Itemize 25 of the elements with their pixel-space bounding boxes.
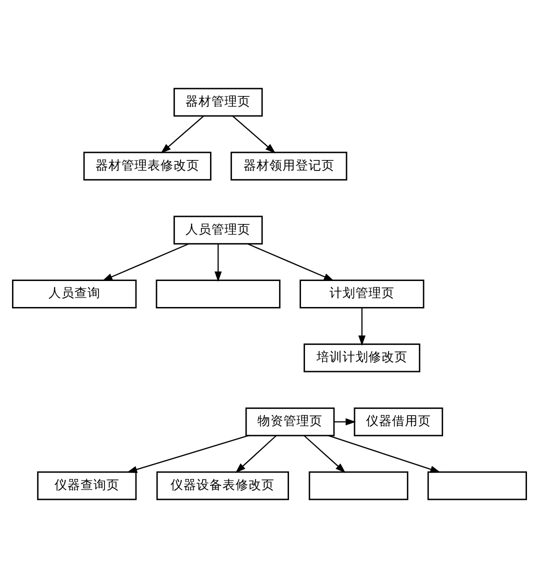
node-box: 仪器查询页 (37, 470, 137, 500)
node-box (308, 470, 408, 500)
node-box: 人员查询 (12, 279, 137, 308)
arrow (334, 418, 356, 425)
arrow (304, 434, 346, 472)
node-box: 器材领用登记页 (230, 151, 348, 180)
arrow (126, 434, 249, 472)
node-box: 人员管理页 (174, 215, 263, 244)
node-box (427, 470, 527, 500)
node-box: 器材管理页 (174, 87, 263, 116)
node-box: 仪器设备表修改页 (156, 470, 290, 500)
node-box: 计划管理页 (300, 279, 424, 308)
arrow (160, 115, 204, 153)
arrow (102, 242, 189, 280)
arrow (232, 115, 276, 153)
node-box: 物资管理页 (245, 406, 335, 436)
arrow (328, 434, 441, 472)
node-box (156, 279, 280, 308)
arrow (214, 244, 222, 282)
node-box: 仪器借用页 (354, 406, 444, 436)
arrow (358, 307, 366, 346)
node-box: 培训计划修改页 (304, 343, 420, 372)
node-box: 器材管理表修改页 (83, 151, 212, 180)
arrow (235, 434, 276, 473)
arrow (247, 242, 334, 280)
